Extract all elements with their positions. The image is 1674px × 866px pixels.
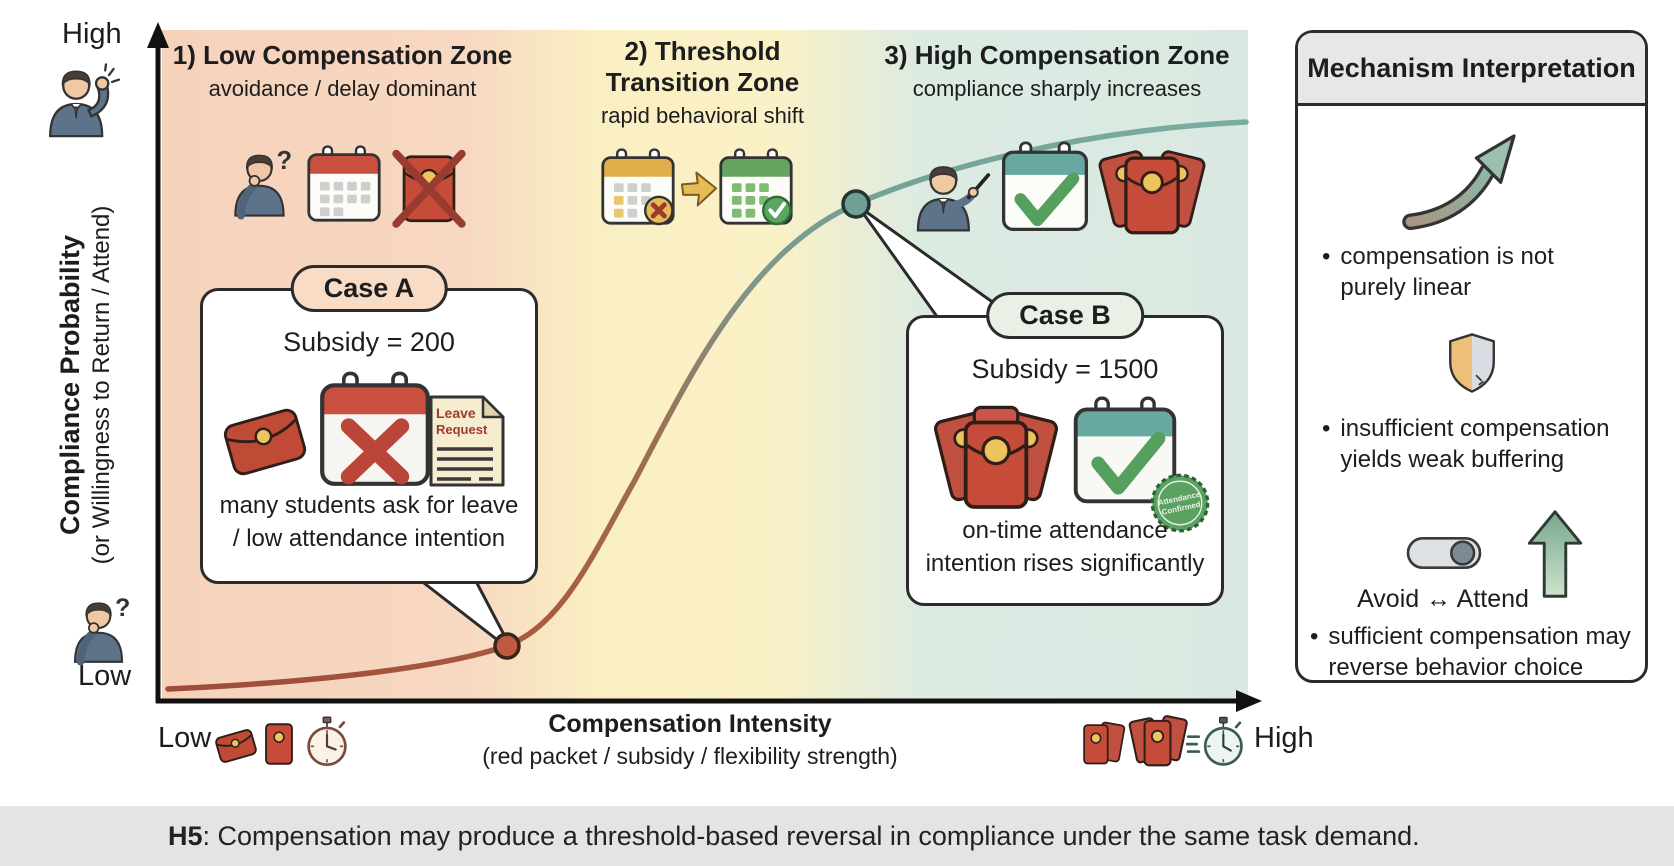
zone2-title-line1: 2) Threshold [624,36,781,66]
person-avoid-icon: ? [74,594,130,666]
case-b-badge: Case B [986,292,1144,339]
case-b-curve-dot [841,189,871,219]
bullet-dot: • [1322,415,1331,442]
x-axis-high-label: High [1254,722,1314,754]
transition-arrow-icon [680,171,718,207]
case-a-callout: Case A Subsidy = 200 Leave Request many [200,265,538,584]
x-axis-arrowhead [1236,690,1262,712]
case-a-badge: Case A [290,265,448,312]
zone3-heading: 3) High Compensation Zone compliance sha… [872,40,1242,102]
bullet-dot: • [1322,243,1331,270]
y-axis-low-label: Low [78,660,132,692]
packet-duo-icon [1083,721,1126,765]
red-packet-crossed-icon [392,149,466,228]
zone3-title: 3) High Compensation Zone [884,40,1230,70]
x-axis-low-label: Low [158,722,212,754]
packet-trio-icon [1128,715,1188,767]
stopwatch-fast-icon [1186,716,1243,766]
growth-arrow-icon [1402,134,1516,231]
calendar-check-icon [1001,141,1089,232]
attendance-confirmed-badge-icon: Attendance Confirmed [1150,473,1210,533]
zone2-heading: 2) Threshold Transition Zone rapid behav… [545,36,860,129]
shield-icon [1449,333,1495,393]
case-a-curve-dot [493,632,521,660]
hypothesis-tag: H5 [168,820,203,851]
thinking-person-icon: ? [234,147,292,220]
svg-text:?: ? [276,147,292,175]
person-attend-icon [49,63,121,138]
case-b-subsidy-value: Subsidy = 1500 [971,354,1159,384]
mechanism-bullet-2: • insufficient compensation yields weak … [1322,413,1632,475]
small-envelope-icon [215,729,257,763]
zone1-heading: 1) Low Compensation Zone avoidance / del… [160,40,525,102]
red-packets-icon [1098,150,1206,235]
zone1-subtitle: avoidance / delay dominant [208,76,477,101]
x-axis-title-main: Compensation Intensity [548,710,832,738]
y-axis-arrowhead [147,22,169,48]
red-envelope-icon [223,408,307,476]
bullet-dot: • [1310,623,1319,650]
calendar-red-icon [307,145,381,222]
zone2-title-line2: Transition Zone [605,67,800,97]
curve-and-axes-layer [147,22,1262,712]
mechanism-bullet-1-text: compensation is not purely linear [1340,243,1554,301]
zone1-title: 1) Low Compensation Zone [172,40,513,70]
svg-text:?: ? [115,594,130,622]
toggle-caption: Avoid ↔ Attend [1357,585,1529,613]
leave-request-doc-icon: Leave Request [429,395,505,487]
small-packet-icon [265,723,293,765]
doc-label-line2: Request [436,422,488,437]
case-b-callout: Case B Subsidy = 1500 [906,292,1224,606]
compliance-sigmoid-curve [165,119,1249,692]
case-b-desc-line1: on-time attendance [962,517,1168,544]
zone3-subtitle: compliance sharply increases [912,76,1202,101]
calendar-accepted-icon [719,148,793,226]
up-arrow-icon [1527,510,1583,598]
mechanism-bullet-2-text: insufficient compensation yields weak bu… [1340,415,1610,473]
calendar-confirmed-icon [1073,396,1177,504]
mechanism-bullet-3: • sufficient compensation may reverse be… [1310,621,1640,683]
case-a-desc-line2: / low attendance intention [232,525,506,552]
red-packet-pile-icon [933,405,1059,509]
hypothesis-text: : Compensation may produce a threshold-b… [202,820,1420,851]
stopwatch-icon [307,716,347,767]
hypothesis-bar: H5: Compensation may produce a threshold… [0,806,1674,866]
mechanism-panel-title: Mechanism Interpretation [1298,33,1645,106]
mechanism-bullet-3-text: sufficient compensation may reverse beha… [1328,623,1631,681]
mechanism-bullet-1: • compensation is not purely linear [1322,241,1587,303]
case-b-desc-line2: intention rises significantly [925,550,1205,577]
calendar-x-icon [320,371,430,486]
calendar-declined-icon [601,148,675,226]
doc-label-line1: Leave [436,405,476,421]
zone2-subtitle: rapid behavioral shift [600,103,804,128]
x-axis-title-sub: (red packet / subsidy / flexibility stre… [482,743,898,769]
case-a-desc-line1: many students ask for leave [219,492,519,519]
toggle-switch-icon [1406,537,1482,569]
case-a-subsidy-value: Subsidy = 200 [283,327,455,357]
person-pointing-icon [916,166,991,232]
y-axis-high-label: High [62,18,122,50]
mechanism-panel: Mechanism Interpretation • compensation … [1295,30,1648,683]
x-axis-title: Compensation Intensity (red packet / sub… [440,710,940,770]
